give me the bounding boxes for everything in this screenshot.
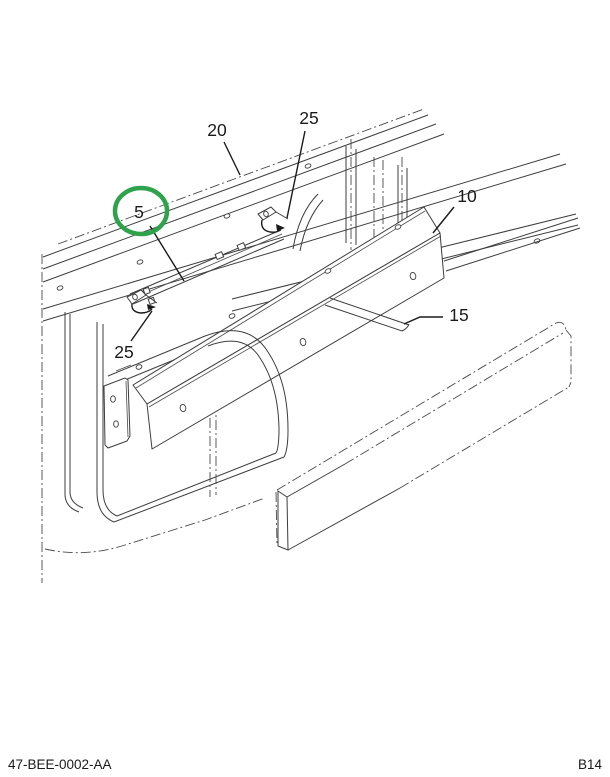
callout-15: 15 <box>449 305 468 325</box>
callout-25-lower: 25 <box>114 342 133 362</box>
leader-10 <box>432 206 455 234</box>
leader-25-top <box>286 130 306 219</box>
clip-bracket-upper <box>257 206 289 233</box>
beam-end-flange <box>103 364 132 449</box>
sill-part-15 <box>204 217 581 458</box>
box-beam-part-10 <box>103 206 445 450</box>
rail-part-5 <box>129 229 285 305</box>
callout-25-top: 25 <box>299 108 318 128</box>
footer-document-number: 47-BEE-0002-AA <box>8 757 112 772</box>
phantom-plank <box>275 321 572 551</box>
callout-20: 20 <box>207 120 227 140</box>
callout-labels: 20 25 5 25 10 15 <box>114 108 477 362</box>
clip-bracket-lower <box>126 286 158 314</box>
leader-20 <box>223 141 241 176</box>
leader-15 <box>403 316 443 325</box>
leader-5 <box>149 225 185 282</box>
callout-5: 5 <box>134 202 144 222</box>
callout-10: 10 <box>457 186 477 206</box>
panel-rivet-holes <box>56 163 541 291</box>
leader-25-lower <box>130 310 153 342</box>
highlight-circle <box>112 185 170 237</box>
door-opening <box>41 254 285 583</box>
leader-lines <box>130 130 455 342</box>
footer-page-code: B14 <box>578 757 603 772</box>
footer: 47-BEE-0002-AA B14 <box>8 757 602 772</box>
